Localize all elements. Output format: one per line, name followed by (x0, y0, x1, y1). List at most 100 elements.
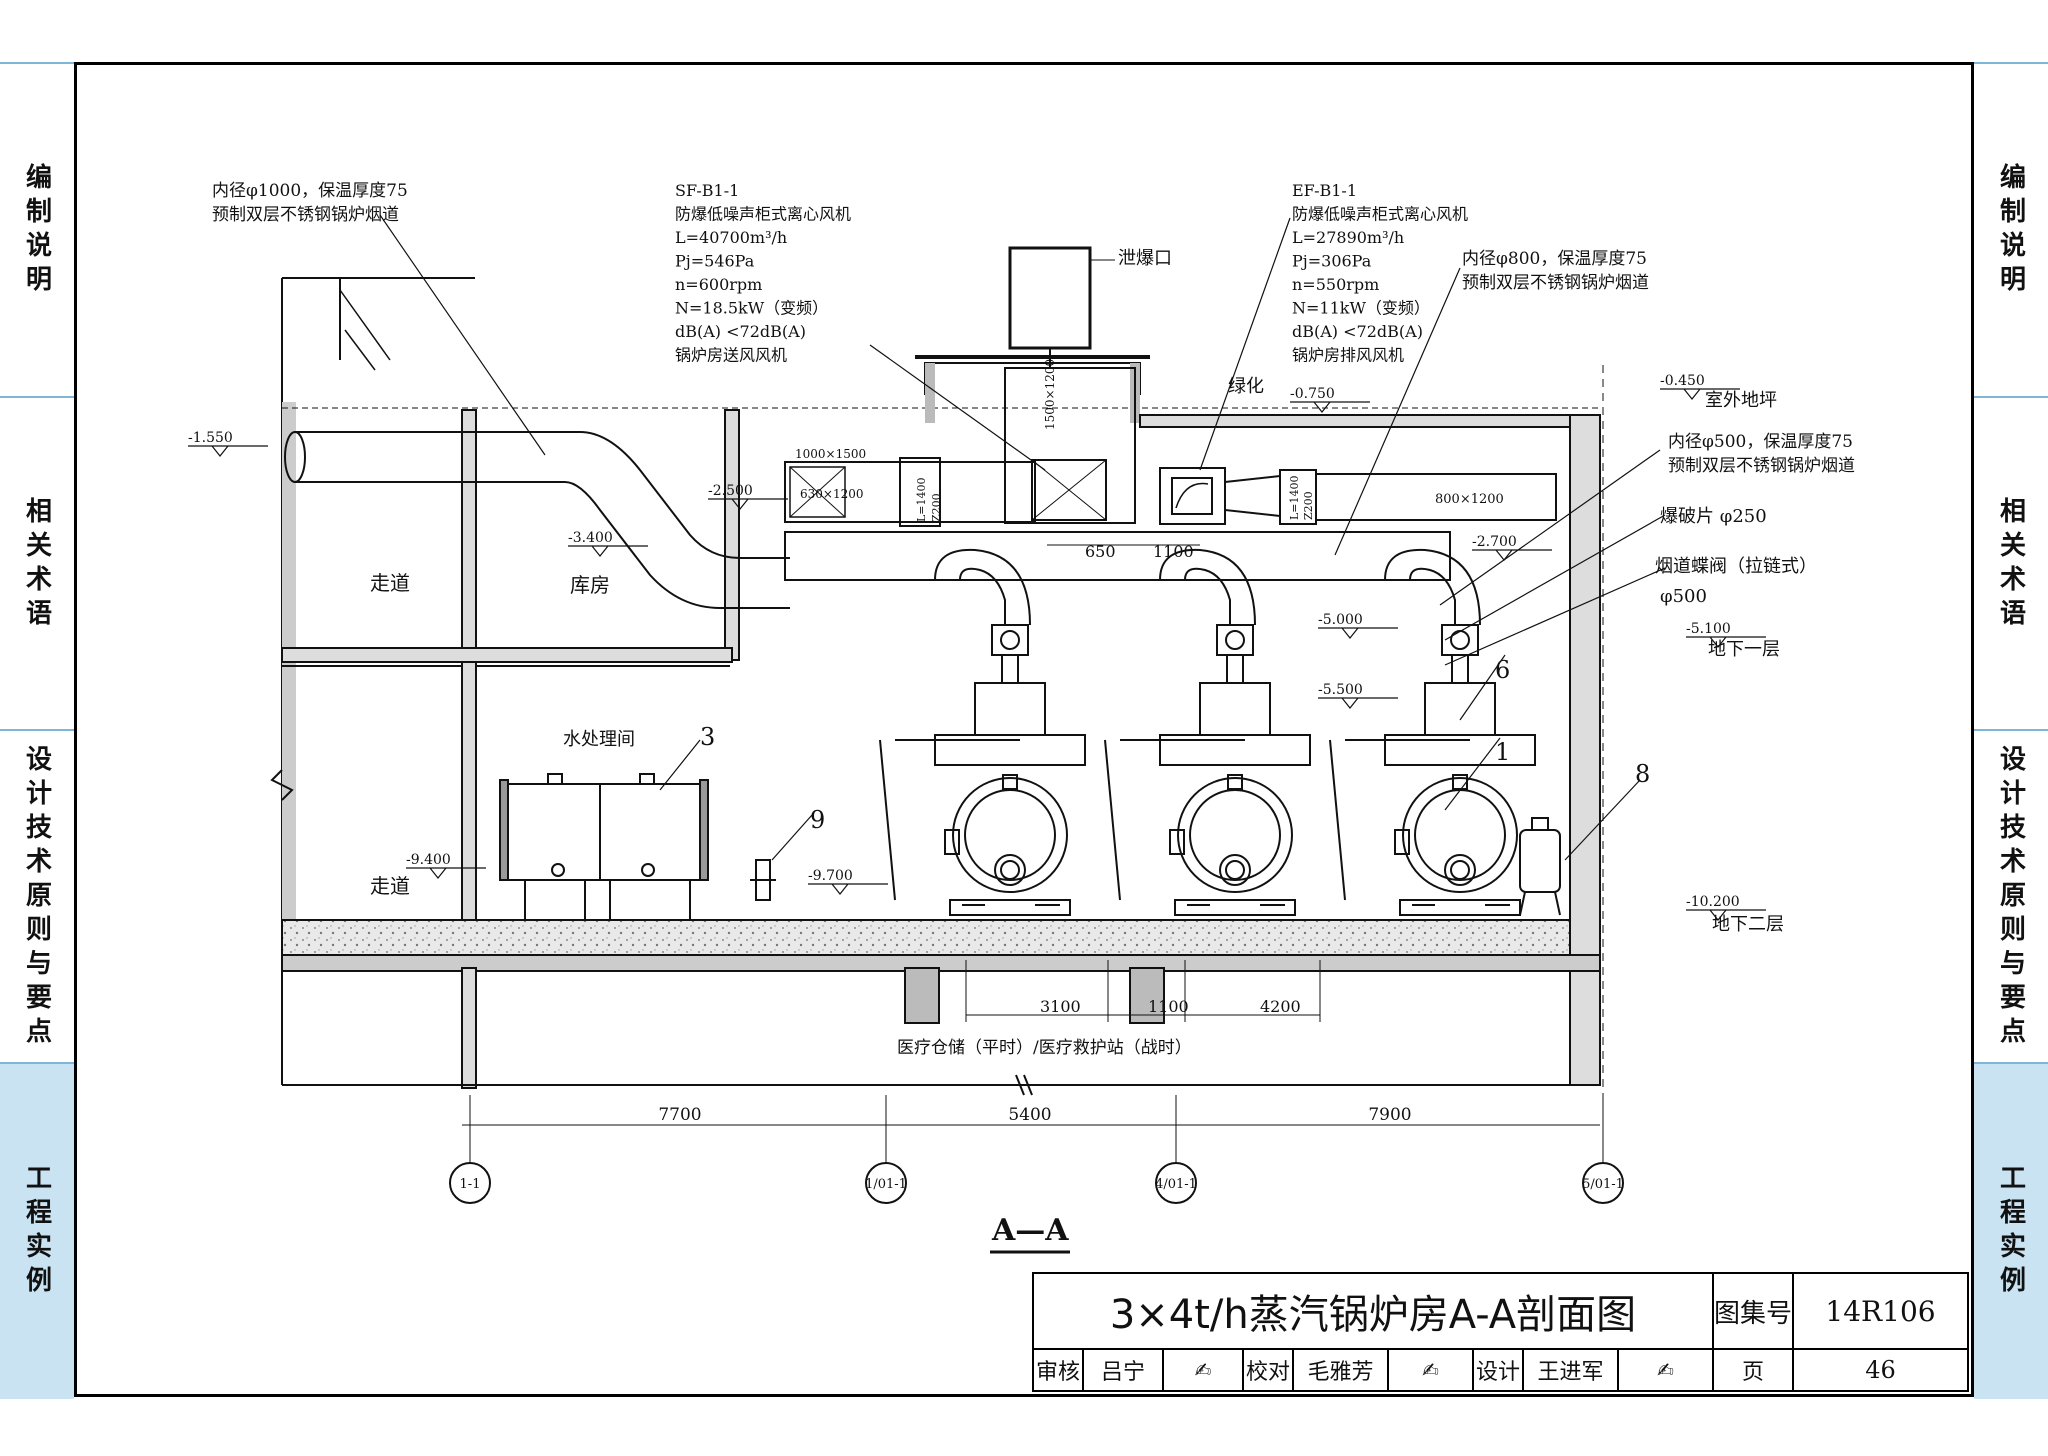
elevation-marker-9 (1318, 697, 1398, 709)
label-flue-damper-size: φ500 (1660, 586, 1707, 607)
dim-axis-span-2: 5400 (1008, 1105, 1051, 1125)
item-number-1: 1 (1495, 738, 1510, 766)
label-medical: 医疗仓储（平时）/医疗救护站（战时） (897, 1038, 1192, 1058)
dim-inner-4: 1100 (1148, 997, 1189, 1016)
label-ef-fan-line-1: EF-B1-1 (1292, 181, 1357, 200)
design-label: 设计 (1474, 1350, 1524, 1390)
elevation-marker-12 (1686, 909, 1766, 921)
side-tab-3[interactable]: 设计技术原则与要点 (0, 729, 74, 1064)
dim-inner-2: 1100 (1153, 542, 1194, 561)
item-number-6: 6 (1495, 656, 1510, 684)
label-storeroom: 库房 (570, 573, 610, 597)
checker-name: 毛雅芳 (1294, 1350, 1389, 1390)
elevation-marker-6 (1472, 549, 1552, 561)
elevation-marker-4 (1660, 388, 1740, 400)
boiler-2 (1104, 548, 1311, 916)
elevation-marker-7 (1318, 627, 1398, 639)
checker-signature: ✍ (1389, 1350, 1474, 1390)
label-ef-fan-line-2: 防爆低噪声柜式离心风机 (1292, 205, 1468, 224)
elevation-3: -3.400 (568, 530, 613, 546)
boiler-3 (1329, 548, 1536, 916)
item-number-8: 8 (1635, 760, 1650, 788)
atlas-number: 14R106 (1794, 1274, 1967, 1350)
elevation-marker-2 (708, 498, 788, 510)
side-tab-2[interactable]: 相关术语 (0, 396, 74, 731)
elevation-2: -2.500 (708, 483, 753, 499)
elevation-6: -2.700 (1472, 534, 1517, 550)
elevation-4: -0.450 (1660, 373, 1705, 389)
label-duct-800x1200: 800×1200 (1435, 492, 1504, 507)
dim-inner-3: 3100 (1040, 997, 1081, 1016)
dim-axis-span-3: 7900 (1368, 1105, 1411, 1125)
review-label: 审核 (1034, 1350, 1084, 1390)
label-sf-fan-line-6: N=18.5kW（变频） (675, 299, 828, 318)
label-duct-l1400-ef: L=1400 (1288, 475, 1301, 520)
page-number: 46 (1865, 1356, 1896, 1384)
label-ef-fan-line-8: 锅炉房排风风机 (1292, 346, 1404, 365)
label-outdoor-ground: 室外地坪 (1705, 390, 1777, 411)
label-corridor-upper: 走道 (370, 571, 410, 595)
label-burst-disc: 爆破片 φ250 (1660, 506, 1767, 527)
item-number-9: 9 (810, 806, 825, 834)
label-ef-fan-line-7: dB(A) <72dB(A) (1292, 322, 1423, 341)
drawing-sheet (74, 62, 1974, 1397)
elevation-12: -10.200 (1686, 894, 1740, 910)
label-duct-z200-ef: Z200 (1302, 491, 1315, 520)
label-basement-1: 地下一层 (1708, 639, 1780, 660)
elevation-5: -0.750 (1290, 386, 1335, 402)
elevation-marker-1 (188, 445, 268, 457)
label-sf-fan-line-3: L=40700m³/h (675, 228, 787, 247)
item-number-3: 3 (700, 723, 715, 751)
page-label: 页 (1714, 1350, 1794, 1390)
side-tab-1[interactable]: 编制说明 (1974, 62, 2048, 398)
dim-axis-span-1: 7700 (658, 1105, 701, 1125)
label-sf-fan-line-7: dB(A) <72dB(A) (675, 322, 806, 341)
elevation-8: -5.100 (1686, 621, 1731, 637)
elevation-marker-11 (808, 883, 888, 895)
side-tab-4[interactable]: 工程实例 (0, 1062, 74, 1399)
title-block: 3×4t/h蒸汽锅炉房A-A剖面图 图集号 14R106 审核 吕宁 ✍ 校对 … (1032, 1272, 1969, 1392)
check-label: 校对 (1244, 1350, 1294, 1390)
label-sf-fan-line-4: Pj=546Pa (675, 252, 755, 271)
label-sf-fan-line-2: 防爆低噪声柜式离心风机 (675, 205, 851, 224)
axis-label-3: 4/01-1 (1155, 1177, 1197, 1192)
section-title: A—A (991, 1213, 1069, 1248)
label-explosion-vent: 泄爆口 (1118, 248, 1172, 269)
side-tab-4[interactable]: 工程实例 (1974, 1062, 2048, 1399)
elevation-10: -9.400 (406, 852, 451, 868)
label-ef-fan-line-4: Pj=306Pa (1292, 252, 1372, 271)
axis-label-4: 5/01-1 (1582, 1177, 1624, 1192)
axis-label-1: 1-1 (460, 1177, 481, 1192)
label-flue-main-line-1: 内径φ1000，保温厚度75 (212, 181, 408, 201)
label-sf-fan-line-1: SF-B1-1 (675, 181, 739, 200)
label-duct-z200: Z200 (930, 493, 943, 522)
label-flue-800-line-1: 内径φ800，保温厚度75 (1462, 249, 1647, 269)
reviewer-signature: ✍ (1164, 1350, 1244, 1390)
label-water-room: 水处理间 (563, 729, 635, 750)
label-flue-damper: 烟道蝶阀（拉链式） (1655, 556, 1817, 577)
label-duct-1500x1200: 1500×1200 (1043, 359, 1057, 430)
label-flue-800-line-2: 预制双层不锈钢锅炉烟道 (1462, 273, 1649, 293)
label-duct-1000x1500: 1000×1500 (795, 447, 866, 461)
dim-inner-1: 650 (1085, 542, 1116, 561)
label-duct-630x1200: 630×1200 (800, 487, 864, 501)
designer-signature: ✍ (1619, 1350, 1714, 1390)
label-flue-main-line-2: 预制双层不锈钢锅炉烟道 (212, 205, 399, 225)
label-sf-fan-line-5: n=600rpm (675, 275, 762, 294)
designer-name: 王进军 (1524, 1350, 1619, 1390)
label-greening: 绿化 (1228, 376, 1264, 397)
boiler-1 (879, 548, 1086, 916)
elevation-marker-10 (406, 867, 486, 879)
label-corridor-lower: 走道 (370, 874, 410, 898)
side-tab-2[interactable]: 相关术语 (1974, 396, 2048, 731)
elevation-7: -5.000 (1318, 612, 1363, 628)
label-ef-fan-line-5: n=550rpm (1292, 275, 1379, 294)
side-tab-3[interactable]: 设计技术原则与要点 (1974, 729, 2048, 1064)
atlas-label: 图集号 (1714, 1274, 1794, 1350)
elevation-9: -5.500 (1318, 682, 1363, 698)
elevation-1: -1.550 (188, 430, 233, 446)
drawing-title: 3×4t/h蒸汽锅炉房A-A剖面图 (1034, 1274, 1714, 1350)
label-ef-fan-line-6: N=11kW（变频） (1292, 299, 1430, 318)
side-tab-1[interactable]: 编制说明 (0, 62, 74, 398)
elevation-marker-3 (568, 545, 648, 557)
